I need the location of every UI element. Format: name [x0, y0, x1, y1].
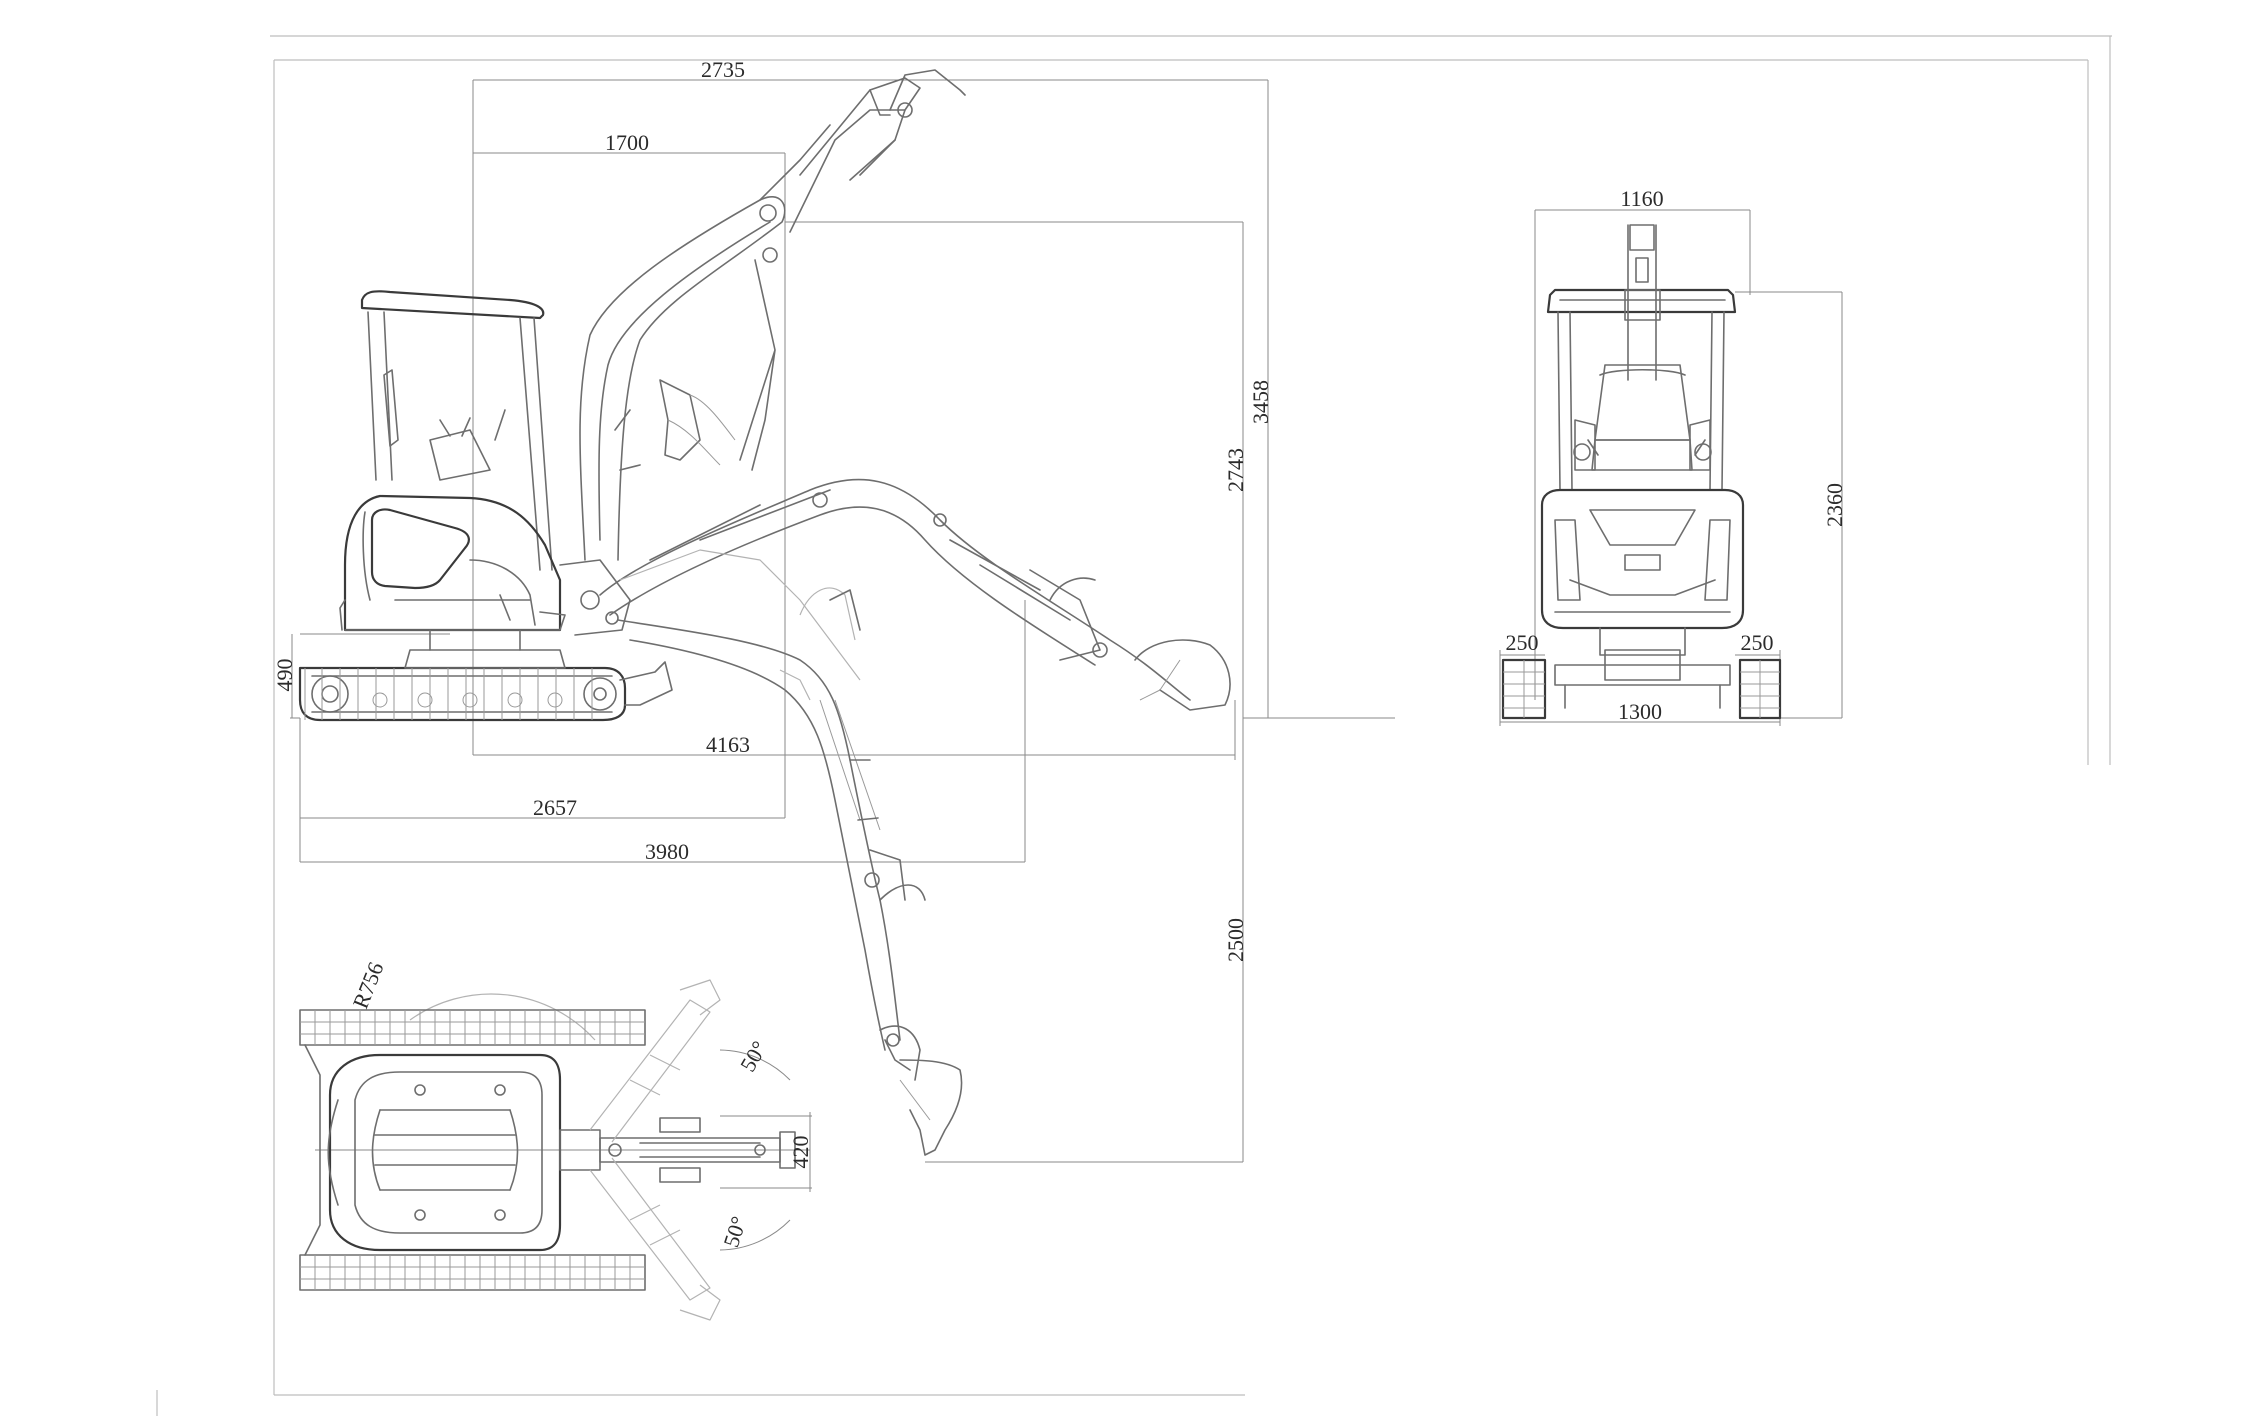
excavator-body-side	[339, 290, 566, 632]
boom-dig-depth	[617, 619, 963, 1156]
dim-top-width: 1160	[1620, 186, 1663, 211]
dim-front-height: 2360	[1822, 483, 1847, 527]
dim-track-left: 250	[1506, 630, 1539, 655]
excavator-top	[299, 979, 796, 1321]
dim-top-reach: 2735	[701, 57, 745, 82]
dim-max-height: 3458	[1248, 380, 1273, 424]
dim-reach-1700: 1700	[605, 130, 649, 155]
front-view	[1499, 209, 1843, 726]
dim-dig-reach: 4163	[706, 732, 750, 757]
dim-length-2657: 2657	[533, 795, 577, 820]
front-view-labels: 1160 2360 250 250 1300	[1506, 186, 1848, 724]
dim-boom-width: 420	[788, 1136, 813, 1169]
top-view	[299, 979, 812, 1321]
boom-extended	[599, 478, 1231, 711]
swing-post-side	[559, 559, 631, 636]
dim-dig-depth: 2500	[1223, 918, 1248, 962]
dim-overall-width: 1300	[1618, 699, 1662, 724]
boom-raised	[579, 69, 966, 561]
dim-track-height: 490	[272, 659, 297, 692]
undercarriage-side	[298, 629, 673, 722]
dim-swing-radius: R756	[348, 958, 389, 1012]
dim-overall-length: 3980	[645, 839, 689, 864]
sheet-frame	[156, 35, 2112, 1416]
dim-dump-height: 2743	[1223, 448, 1248, 492]
excavator-front	[1501, 224, 1782, 720]
top-view-labels: R756 50° 50° 420	[348, 958, 813, 1250]
dim-angle-upper: 50°	[735, 1037, 772, 1076]
side-view-labels: 2735 1700 3458 2743 490 4163 2657 3980 2…	[272, 57, 1273, 962]
dim-angle-lower: 50°	[718, 1213, 751, 1250]
boom-mid	[619, 549, 861, 701]
dim-track-right: 250	[1741, 630, 1774, 655]
front-dimension-lines	[1499, 209, 1843, 726]
side-dimension-lines	[290, 79, 1395, 1163]
side-view	[290, 69, 1395, 1163]
